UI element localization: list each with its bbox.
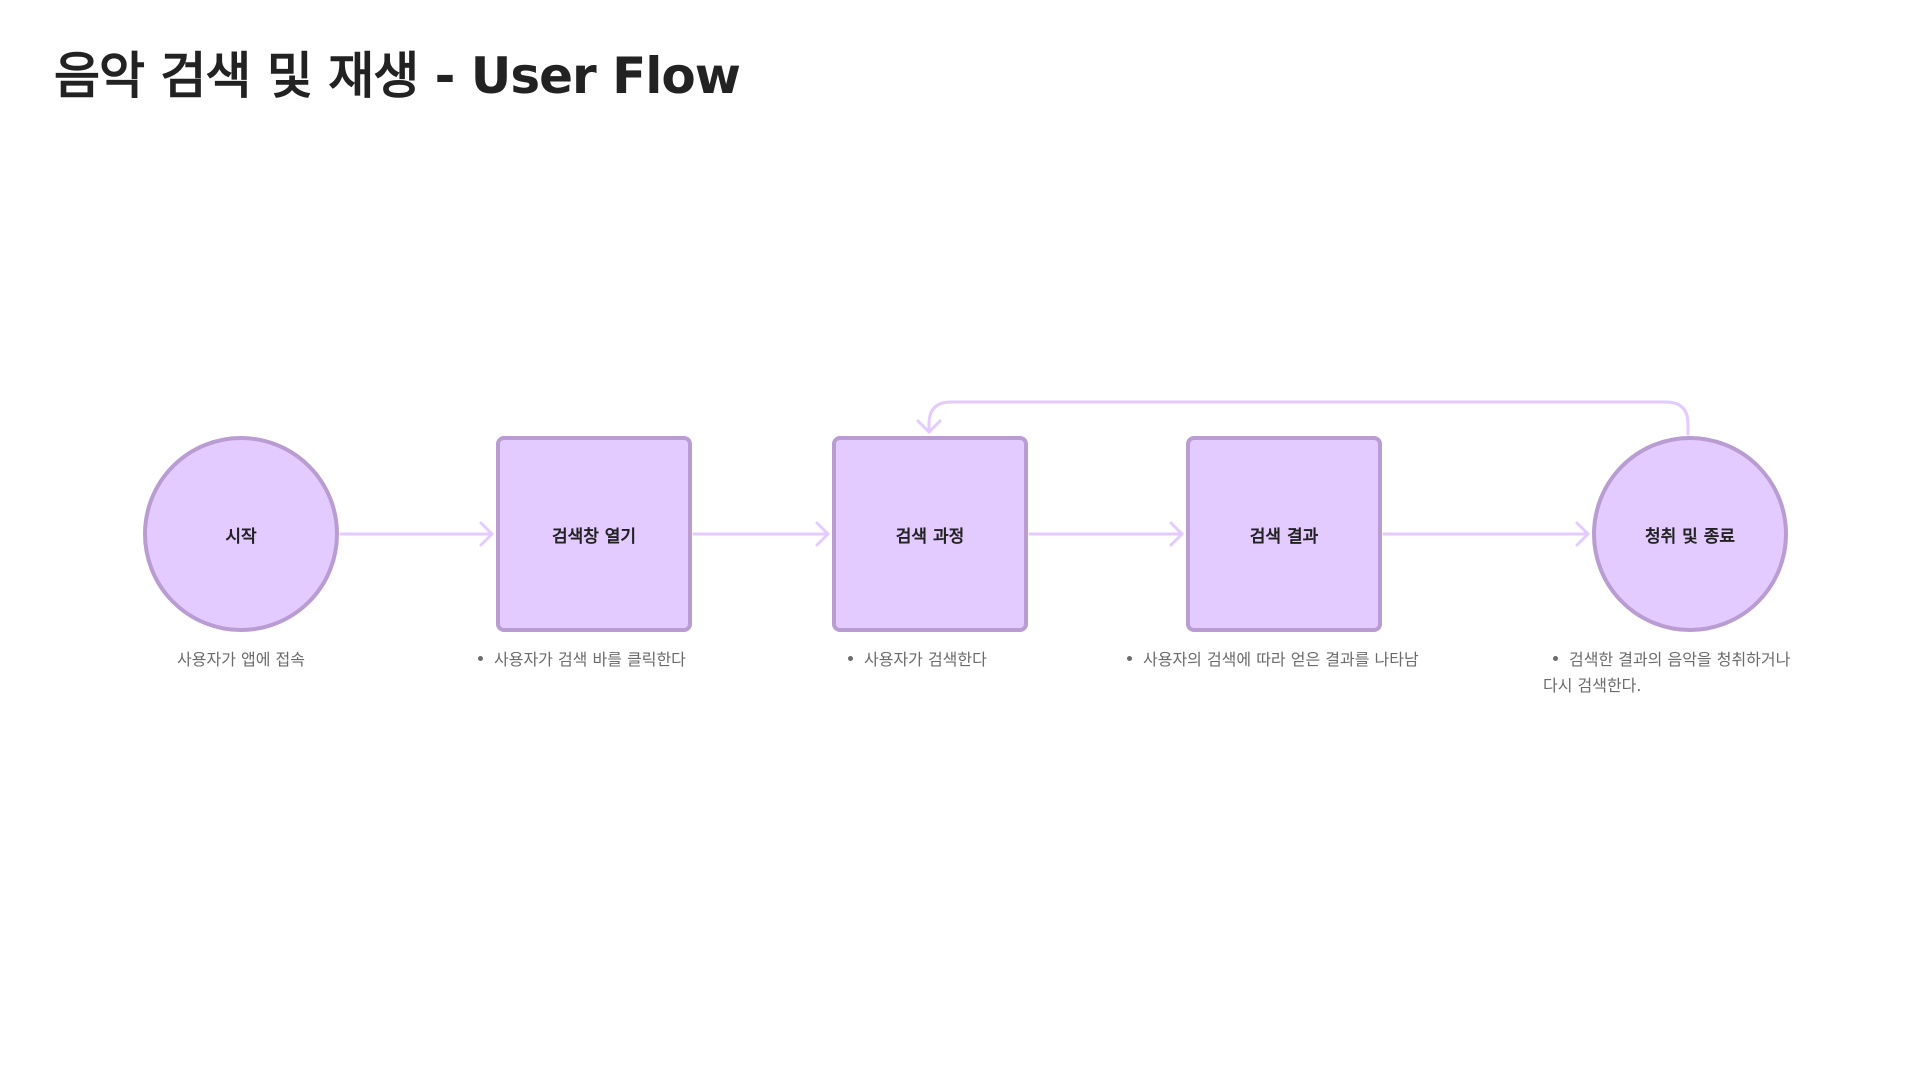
node-search-process-label: 검색 과정: [895, 526, 965, 547]
node-open-search-description: 사용자가 검색 바를 클릭한다: [478, 647, 686, 673]
node-search-results-label: 검색 결과: [1249, 526, 1319, 547]
node-listen-end: 청취 및 종료: [1592, 436, 1788, 632]
node-open-search: 검색창 열기: [496, 436, 692, 632]
page-title: 음악 검색 및 재생 - User Flow: [54, 47, 741, 105]
node-start: 시작: [143, 436, 339, 632]
node-listen-end-label: 청취 및 종료: [1644, 526, 1736, 547]
edge-search-results-to-listen-end: [1382, 521, 1590, 547]
node-listen-end-description: 검색한 결과의 음악을 청취하거나 다시 검색한다.: [1543, 650, 1791, 695]
node-start-label: 시작: [225, 526, 257, 547]
edge-loop-back-to-search-process: [916, 400, 1690, 436]
bullet-icon: [1553, 656, 1558, 661]
node-open-search-label: 검색창 열기: [551, 526, 637, 547]
node-search-process-description: 사용자가 검색한다: [848, 647, 987, 673]
node-search-results-description: 사용자의 검색에 따라 얻은 결과를 나타남: [1127, 647, 1419, 673]
node-search-process: 검색 과정: [832, 436, 1028, 632]
edge-open-search-to-search-process: [692, 521, 830, 547]
bullet-icon: [1127, 656, 1132, 661]
node-search-results: 검색 결과: [1186, 436, 1382, 632]
bullet-icon: [848, 656, 853, 661]
node-start-description: 사용자가 앱에 접속: [177, 650, 305, 669]
edge-search-process-to-search-results: [1028, 521, 1184, 547]
edge-start-to-open-search: [339, 521, 494, 547]
bullet-icon: [478, 656, 483, 661]
